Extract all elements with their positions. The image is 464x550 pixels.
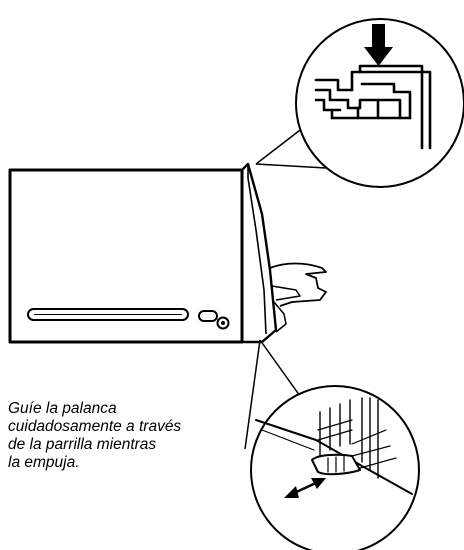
appliance-body	[8, 162, 327, 344]
bottom-detail-callout	[244, 339, 420, 550]
caption-line-2: cuidadosamente a través	[8, 418, 182, 435]
arrow-down-icon	[364, 24, 393, 66]
caption-line-3: de la parrilla mientras	[8, 436, 157, 453]
bracket-section	[314, 64, 432, 150]
instruction-caption: Guíe la palanca cuidadosamente a través …	[8, 400, 248, 472]
top-detail-callout	[255, 18, 464, 188]
caption-line-1: Guíe la palanca	[8, 400, 117, 417]
caption-line-4: la empuja.	[8, 454, 80, 471]
double-arrow-icon	[284, 478, 326, 498]
